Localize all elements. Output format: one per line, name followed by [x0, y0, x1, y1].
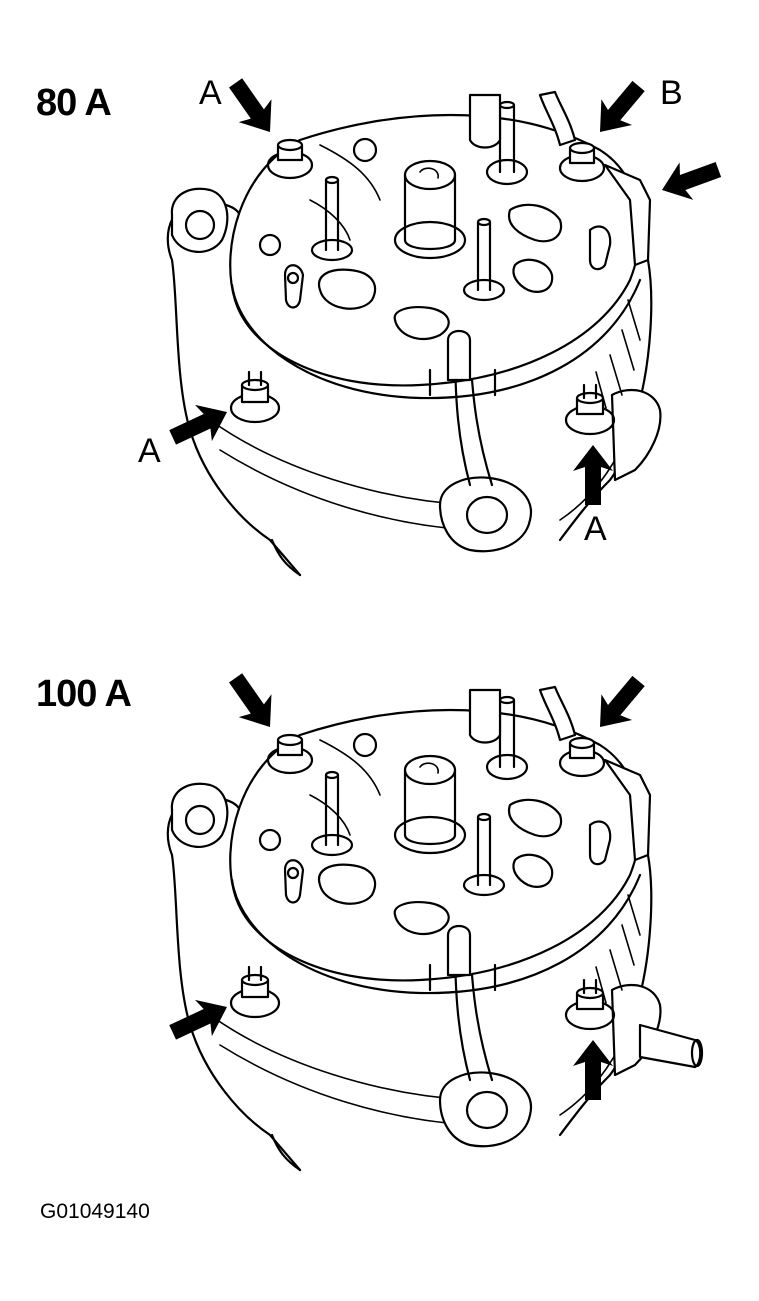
arrow-top-right-bolt	[584, 668, 654, 740]
callout-label-top-right: B	[660, 74, 683, 112]
figure-code: G01049140	[40, 1200, 150, 1223]
arrow-top-left-bolt	[219, 71, 287, 144]
arrow-bottom-right-bolt	[573, 1040, 613, 1100]
callout-label-bottom-left: A	[138, 432, 161, 470]
arrow-connector	[655, 150, 726, 209]
arrow-top-left-bolt	[219, 666, 287, 739]
alternator-100a-drawing	[166, 685, 704, 1172]
arrow-top-right-bolt	[584, 73, 654, 145]
callout-label-bottom-right: A	[584, 510, 607, 548]
callout-label-top-left: A	[199, 74, 222, 112]
arrow-bottom-left-bolt	[164, 988, 236, 1051]
arrow-bottom-left-bolt	[164, 393, 236, 456]
panel-title-80a: 80 A	[36, 82, 112, 124]
arrow-bottom-right-bolt	[573, 445, 613, 505]
panel-title-100a: 100 A	[36, 673, 132, 715]
